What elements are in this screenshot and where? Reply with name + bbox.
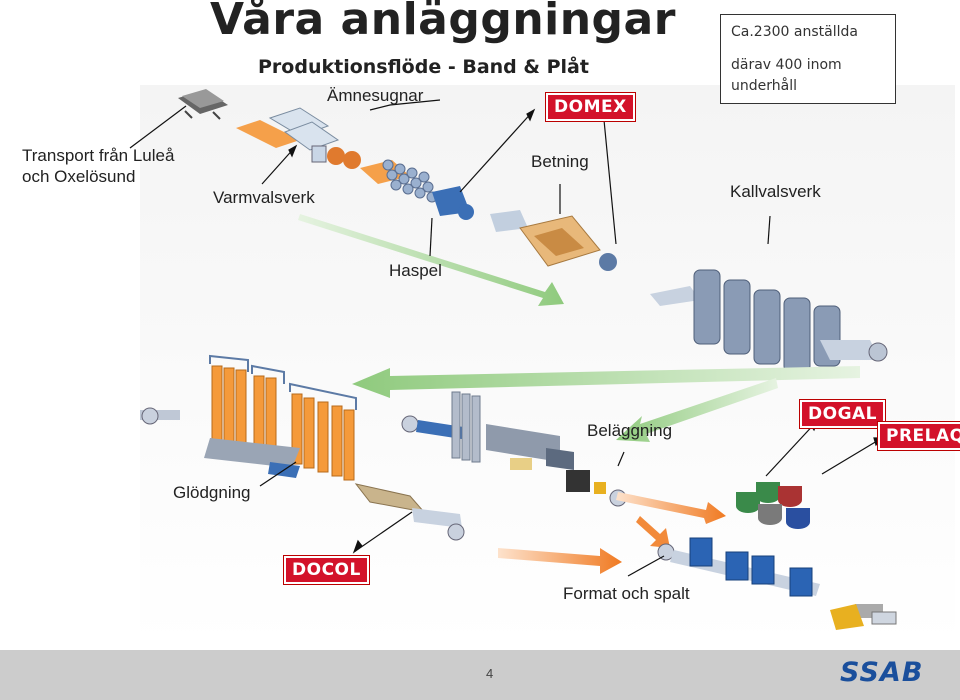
flow-arrow-to-slitting bbox=[616, 492, 726, 524]
info-line-maintenance-2: underhåll bbox=[731, 78, 797, 94]
brand-dogal-logo: DOGAL bbox=[800, 400, 886, 428]
label-transport-line2: och Oxelösund bbox=[22, 167, 136, 186]
brand-domex-logo: DOMEX bbox=[546, 93, 635, 121]
flow-arrow-to-haspel bbox=[298, 214, 564, 306]
cold-rolling-mill bbox=[650, 269, 888, 373]
footer-bar bbox=[0, 650, 960, 700]
page-title: Våra anläggningar bbox=[210, 0, 676, 45]
employee-info-box: Ca.2300 anställda därav 400 inom underhå… bbox=[720, 14, 896, 104]
label-haspel: Haspel bbox=[389, 261, 442, 280]
info-line-maintenance-1: därav 400 inom bbox=[731, 57, 842, 73]
production-flow-diagram bbox=[129, 85, 955, 645]
flow-arrow-to-annealing bbox=[352, 366, 860, 398]
flow-arrow-to-docol bbox=[498, 548, 622, 574]
transport-wagon bbox=[178, 89, 228, 120]
info-line-employees: Ca.2300 anställda bbox=[731, 24, 858, 40]
coating-line bbox=[401, 391, 627, 507]
ssab-logo: SSAB bbox=[840, 657, 924, 688]
brand-docol-logo: DOCOL bbox=[284, 556, 369, 584]
label-varmvalsverk: Varmvalsverk bbox=[213, 188, 315, 207]
label-transport-line1: Transport från Luleå bbox=[22, 146, 175, 165]
label-glodgning: Glödgning bbox=[173, 483, 251, 502]
slitting-line bbox=[657, 537, 897, 630]
brand-prelaq-logo: PRELAQ bbox=[878, 422, 960, 450]
page-subtitle: Produktionsflöde - Band & Plåt bbox=[258, 56, 589, 78]
page-number: 4 bbox=[486, 666, 494, 681]
annealing-furnace bbox=[140, 354, 465, 541]
coated-coils bbox=[736, 482, 810, 529]
label-format-och-spalt: Format och spalt bbox=[563, 584, 690, 603]
pickling-line bbox=[490, 210, 617, 271]
flow-arrow-to-coating bbox=[616, 378, 778, 442]
label-betning: Betning bbox=[531, 152, 589, 171]
flow-arrow-down bbox=[636, 516, 670, 548]
hot-strip-mill-line bbox=[236, 107, 474, 220]
label-amnesugnar: Ämnesugnar bbox=[327, 86, 424, 105]
label-belaggning: Beläggning bbox=[587, 421, 673, 440]
label-kallvalsverk: Kallvalsverk bbox=[730, 182, 821, 201]
